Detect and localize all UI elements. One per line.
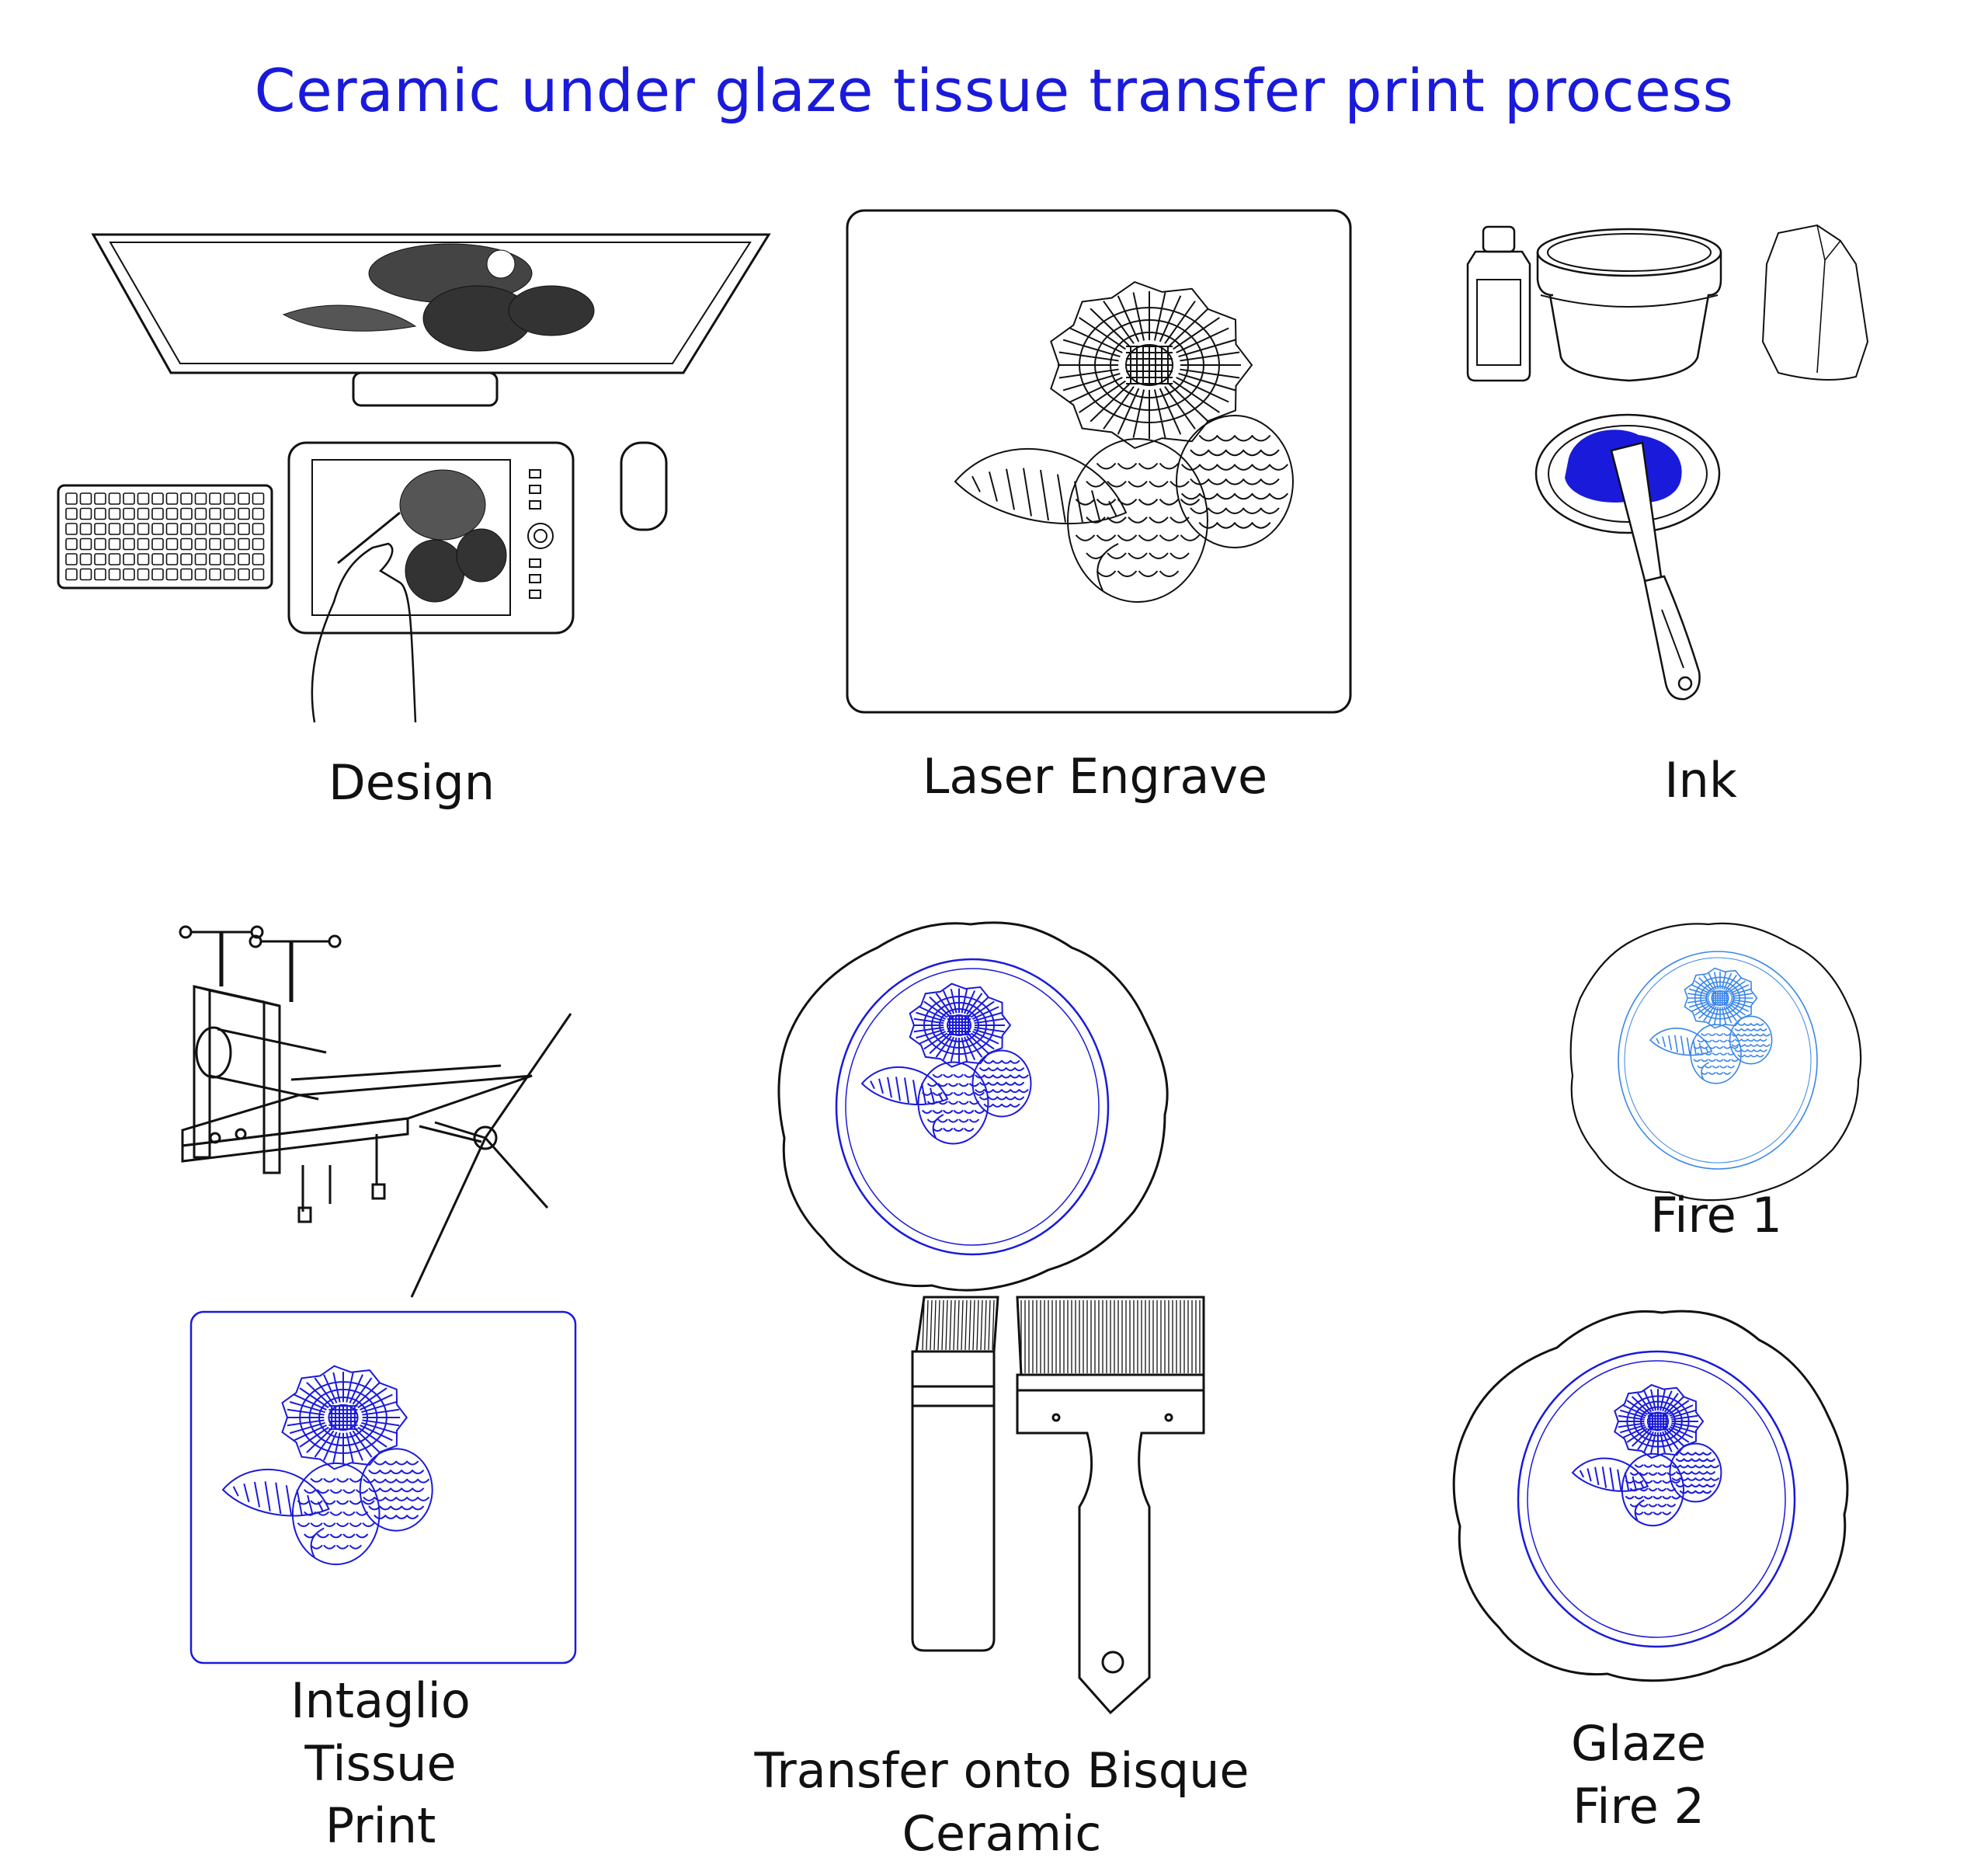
press-crank-hub [473,1125,498,1150]
glaze-plate-ring [1517,1350,1796,1648]
step-label-intaglio-tissue-print: Intaglio Tissue Print [264,1670,497,1858]
tablet-flower-art [399,469,507,603]
tissue-paper [189,1310,577,1665]
drawing-tablet [287,441,575,635]
mouse [620,441,668,531]
label-line: Glaze [1571,1715,1706,1772]
monitor-screen [91,233,771,374]
bisque-plate-ring [835,958,1110,1256]
bisque-plate-illustration [777,921,1169,1292]
fire1-plate-rim [1569,922,1862,1202]
printing-press-illustration [179,925,572,1298]
glaze-plate-flower [1571,1383,1722,1527]
large-brush [1016,1373,1205,1715]
ink-bottle-cap [1482,225,1516,253]
small-brush [911,1350,996,1652]
engraved-plate [846,209,1352,714]
press-bed [181,1074,533,1147]
ink-illustration [1466,224,1869,701]
bisque-plate-flower [860,983,1032,1145]
diagram-title: Ceramic under glaze tissue transfer prin… [254,56,1734,125]
glaze-fire2-plate-illustration [1452,1310,1849,1682]
label-line: Tissue [304,1734,457,1792]
keyboard [57,484,273,590]
monitor-stand [352,371,499,407]
step-label-laser-engrave: Laser Engrave [922,748,1268,805]
ink-bottle [1466,250,1531,382]
bisque-plate-rim [777,921,1169,1292]
laser-engrave-illustration [846,209,1352,714]
step-label-fire1: Fire 1 [1650,1187,1782,1244]
cloth-rag [1761,224,1869,381]
tissue-print-flower [221,1365,433,1566]
label-line: Print [325,1797,436,1855]
step-label-design: Design [328,754,495,811]
ink-palette [1534,413,1721,534]
ink-jar [1536,228,1722,277]
label-line: Intaglio [290,1672,471,1729]
monitor-flower-art [282,243,595,352]
glaze-plate-rim [1452,1310,1849,1682]
step-label-transfer: Transfer onto Bisque Ceramic [754,1742,1249,1862]
design-illustration [57,233,771,723]
label-line: Fire 2 [1573,1777,1705,1835]
step-label-ink: Ink [1664,752,1737,809]
fire1-plate-illustration [1569,922,1862,1202]
step-label-glaze-fire2: Glaze Fire 2 [1522,1713,1755,1838]
fire1-plate-flower [1649,967,1773,1084]
tissue-print-illustration [189,1310,577,1665]
brushes-illustration [911,1296,1205,1715]
engraved-flower [954,280,1294,603]
fire1-plate-ring [1618,951,1818,1170]
